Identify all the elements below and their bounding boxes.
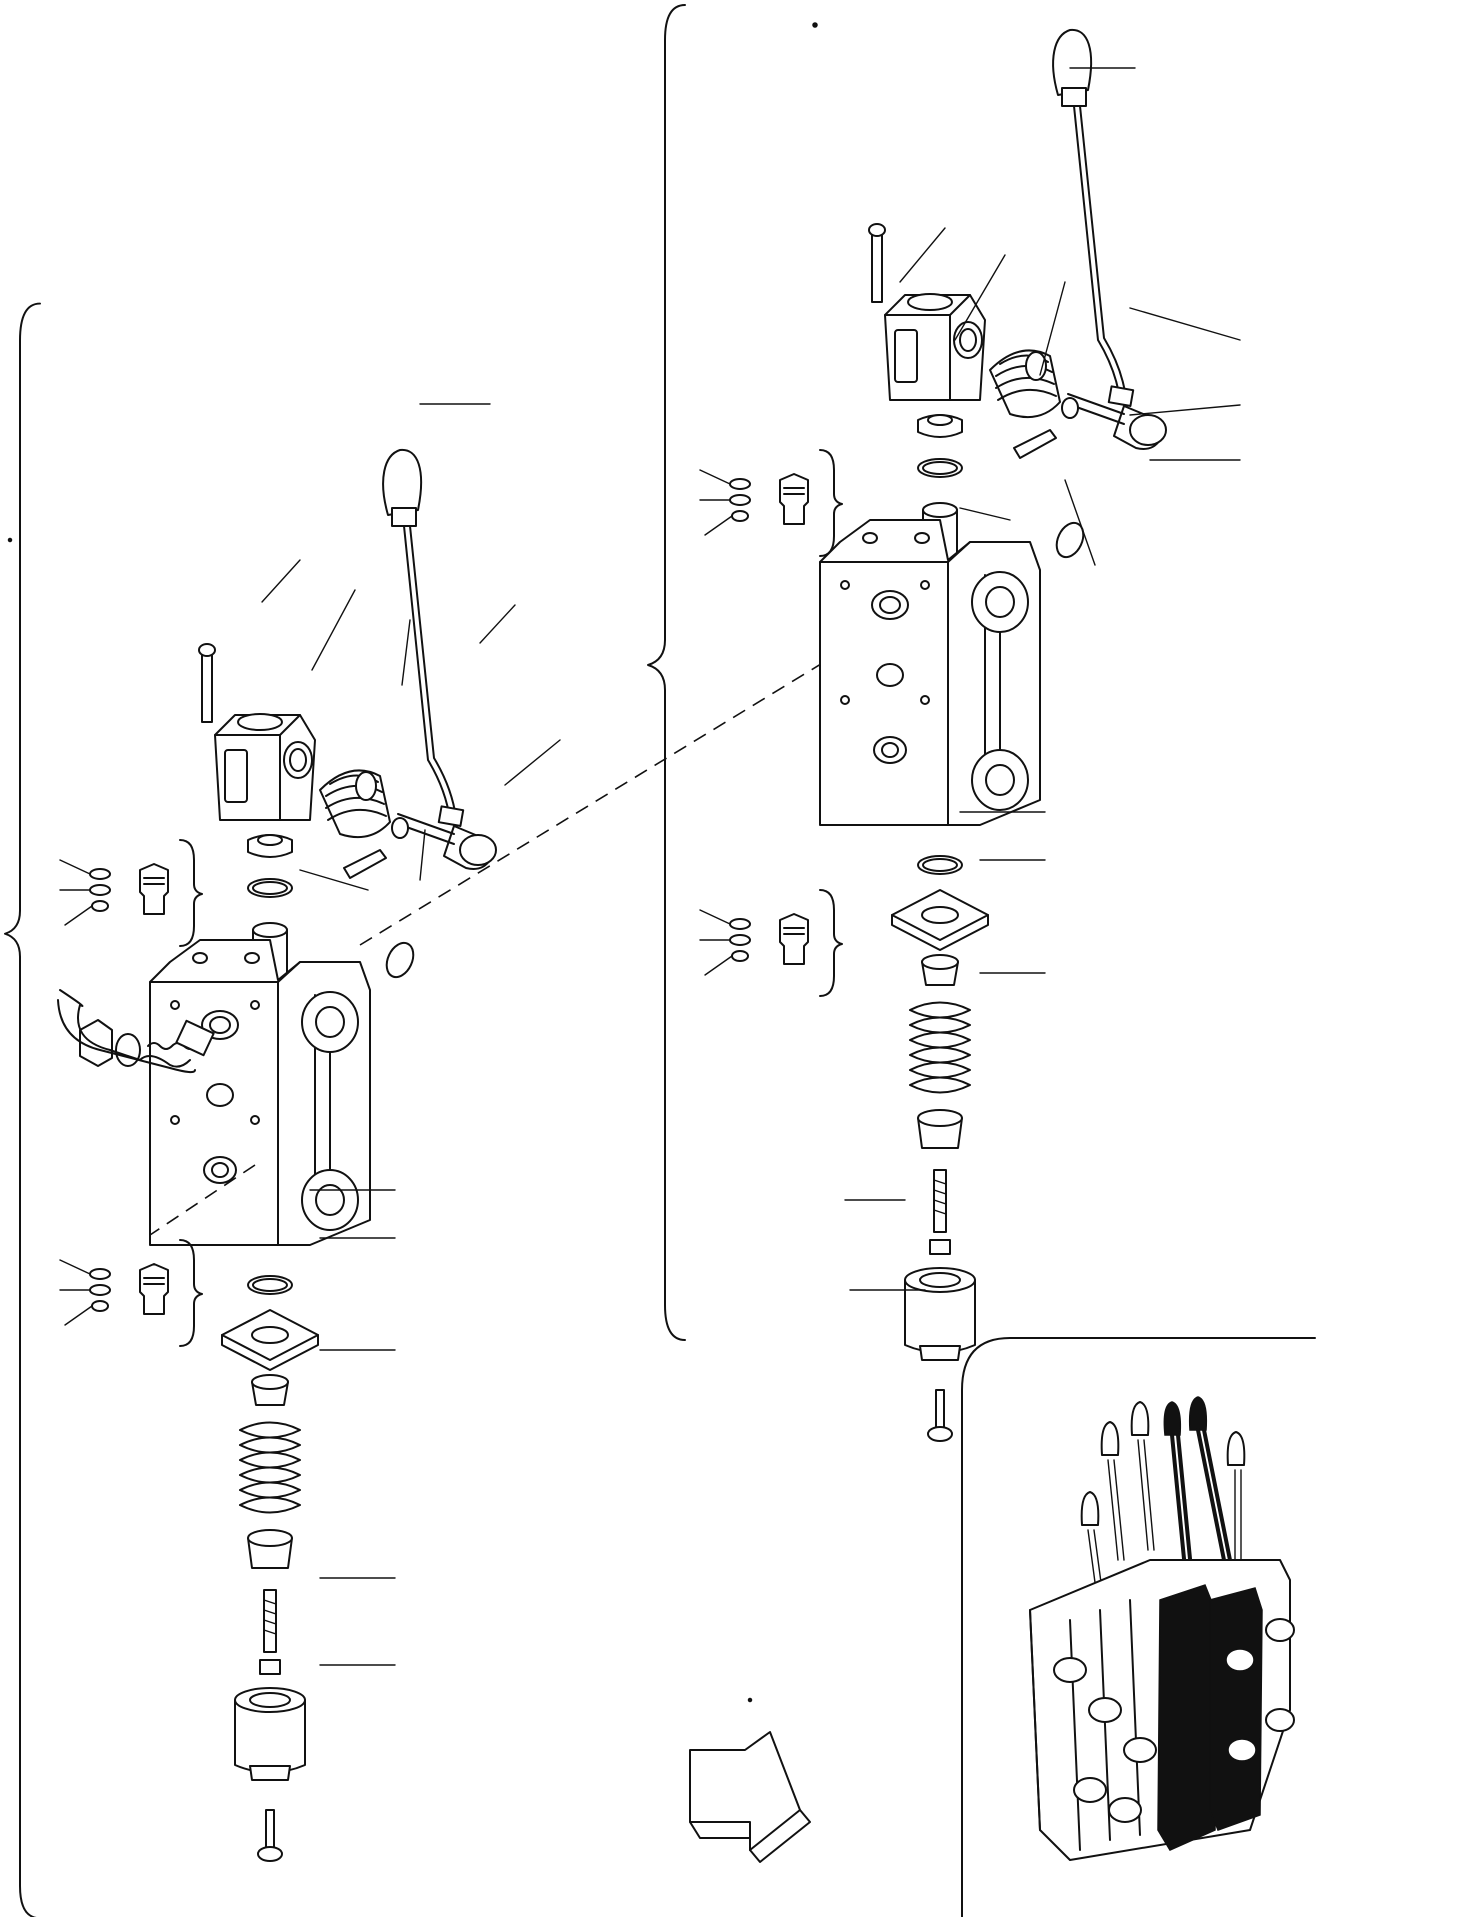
assembly-dashed-line-1 — [359, 627, 881, 946]
location-inset-valve-bank — [1029, 1396, 1295, 1861]
left-leader-lines — [261, 403, 561, 1666]
arrow-right-outline-icon — [689, 1731, 811, 1863]
left-relief-valve — [57, 989, 215, 1074]
scan-specks — [7, 22, 818, 1703]
assembly-dashed-line-3 — [149, 1164, 256, 1236]
right-leader-lines — [844, 67, 1241, 1291]
right-valve-section — [819, 28, 1167, 1443]
right-upper-check-valve — [699, 449, 843, 557]
left-upper-check-valve — [59, 839, 203, 947]
left-valve-section — [149, 448, 497, 1863]
left-lower-check-valve — [59, 1239, 203, 1347]
left-assembly-brace — [4, 302, 41, 1917]
location-inset-frame — [961, 1337, 1316, 1917]
right-assembly-brace — [647, 4, 686, 1341]
right-lower-check-valve — [699, 889, 843, 997]
